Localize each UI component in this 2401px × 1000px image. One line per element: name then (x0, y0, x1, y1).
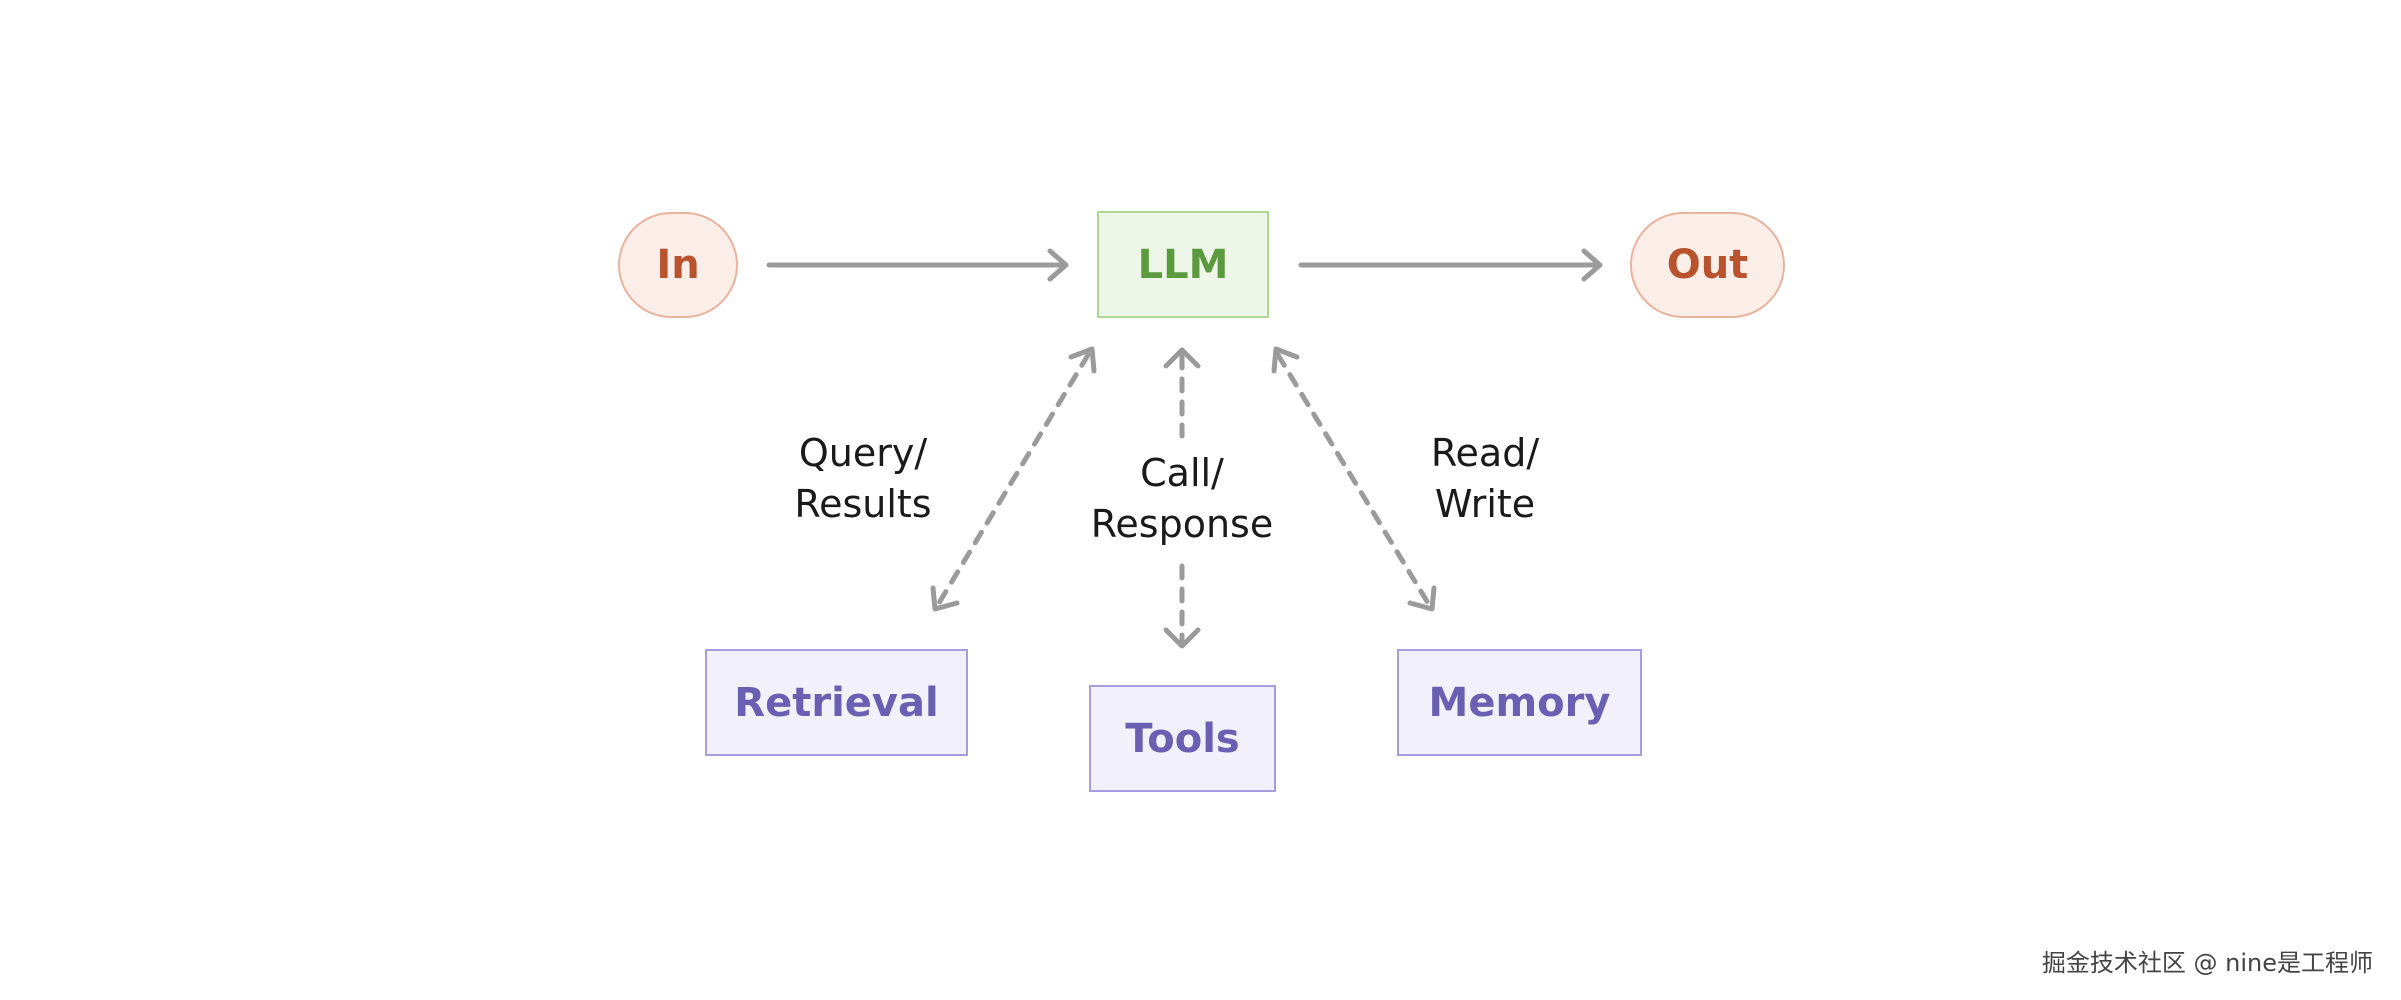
input-node: In (618, 212, 738, 318)
llm-node-label: LLM (1137, 241, 1229, 288)
edge-llm-memory (1271, 346, 1437, 612)
output-node: Out (1630, 212, 1785, 318)
edge-label-tools-line-2: Response (1090, 502, 1274, 546)
output-node-label: Out (1666, 242, 1749, 288)
edge-label-retrieval-line-2: Results (794, 482, 932, 526)
edge-llm-retrieval (930, 346, 1097, 612)
tools-node-label: Tools (1125, 715, 1240, 762)
memory-node-label: Memory (1428, 679, 1611, 726)
watermark: 掘金技术社区 @ nine是工程师 (2041, 949, 2373, 977)
edge-label-memory: Read/ Write (1385, 428, 1585, 530)
edge-in-to-llm (766, 248, 1069, 282)
edge-label-memory-line-2: Write (1434, 482, 1536, 526)
input-node-label: In (656, 242, 700, 288)
tools-node: Tools (1089, 685, 1276, 792)
retrieval-node-label: Retrieval (734, 679, 939, 726)
llm-node: LLM (1097, 211, 1269, 318)
memory-node: Memory (1397, 649, 1642, 756)
edge-label-tools: Call/ Response (1077, 448, 1287, 550)
edge-llm-tools (1163, 347, 1201, 649)
edge-label-retrieval: Query/ Results (763, 428, 963, 530)
edge-label-memory-line-1: Read/ (1430, 431, 1540, 475)
edge-llm-to-out (1298, 248, 1603, 282)
edge-label-tools-line-1: Call/ (1140, 451, 1224, 495)
retrieval-node: Retrieval (705, 649, 968, 756)
edge-label-retrieval-line-1: Query/ (798, 431, 928, 475)
